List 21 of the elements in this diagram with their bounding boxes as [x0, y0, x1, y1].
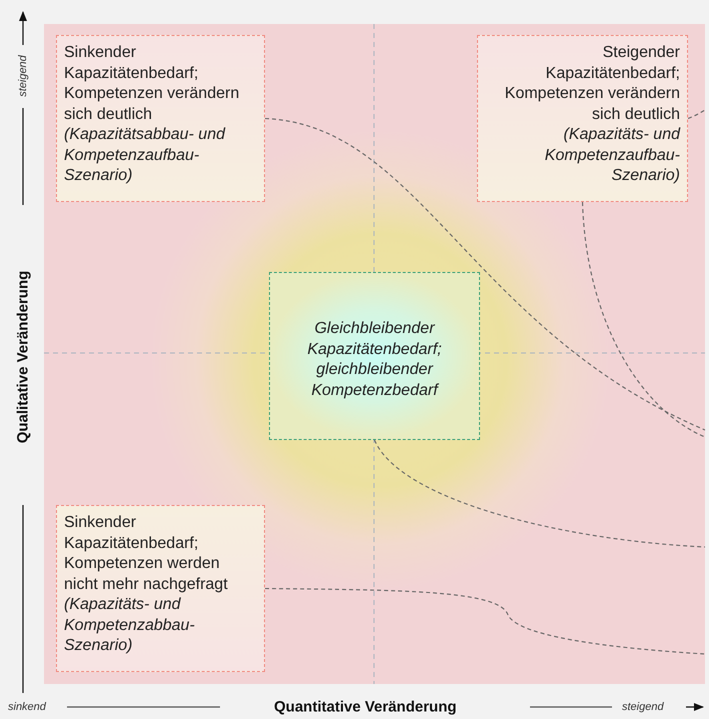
scenario-text: Sinkender Kapazitätenbedarf; Kompetenzen verändern sich deutlich — [64, 43, 240, 124]
axis-title: Qualitative Veränderung — [14, 270, 32, 444]
axis-end-label: sinkend — [8, 701, 46, 713]
connector-line — [265, 588, 706, 655]
scenario-box — [269, 272, 480, 440]
axis-end-label: steigend — [622, 701, 664, 713]
scenario-box — [56, 505, 265, 672]
scenario-note: (Kapazitätsabbau- und Kompetenzaufbau-Szenario) — [64, 125, 226, 186]
axis-title: Quantitative Veränderung — [274, 698, 457, 716]
scenario-box — [56, 35, 265, 202]
scenario-note: (Kapazitäts- und Kompetenzaufbau-Szenario) — [544, 125, 680, 186]
axis-end-label: steigend — [17, 55, 29, 97]
connector-line — [688, 110, 706, 120]
scenario-text: Sinkender Kapazitätenbedarf; Kompetenzen werden nicht mehr nachgefragt — [64, 513, 229, 594]
scenario-note: (Kapazitäts- und Kompetenzabbau-Szenario) — [64, 595, 196, 656]
connector-line — [582, 202, 706, 438]
connector-line — [264, 118, 706, 430]
connector-line — [374, 440, 706, 548]
scenario-box — [477, 35, 688, 202]
scenario-text: Steigender Kapazitätenbedarf; Kompetenzen verändern sich deutlich — [504, 43, 680, 124]
scenario-text: Gleichbleibender Kapazitätenbedarf; gleichbleibender Kompetenzbedarf — [306, 319, 443, 400]
